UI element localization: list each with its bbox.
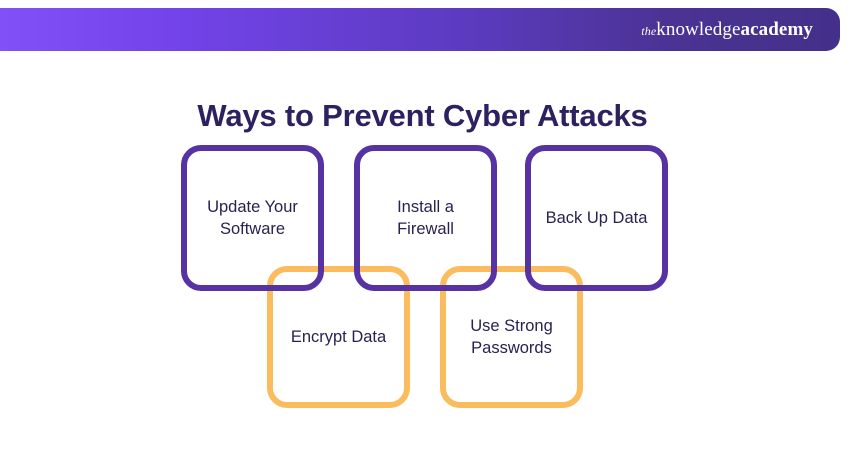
node-label: Update Your Software	[207, 197, 298, 238]
logo-prefix: the	[641, 24, 657, 38]
node-label: Install a Firewall	[397, 197, 454, 238]
node-back-up-data[interactable]: Back Up Data	[525, 145, 668, 291]
logo-word-knowledge: knowledge	[656, 19, 741, 40]
node-update-your-software[interactable]: Update Your Software	[181, 145, 324, 291]
header-bar: theknowledgeacademy	[0, 8, 840, 51]
node-label: Encrypt Data	[290, 327, 387, 346]
node-label: Back Up Data	[545, 208, 648, 227]
page-title: Ways to Prevent Cyber Attacks	[197, 97, 648, 133]
node-label: Use Strong Passwords	[470, 316, 553, 357]
logo-word-academy: academy	[740, 19, 813, 40]
node-install-a-firewall[interactable]: Install a Firewall	[354, 145, 497, 291]
brand-logo: theknowledgeacademy	[641, 20, 813, 39]
